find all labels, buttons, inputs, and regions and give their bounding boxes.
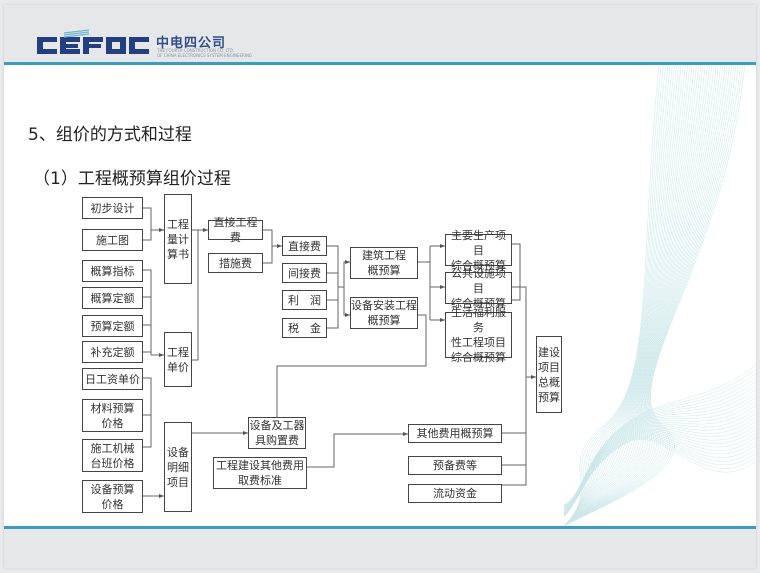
node-measure-cost: 措施费 bbox=[208, 253, 263, 273]
node-supplementary-quota: 补充定额 bbox=[82, 341, 143, 363]
node-public-facility-estimate: 公共设施项目 综合概预算 bbox=[445, 267, 512, 310]
node-direct-engineering-cost: 直接工程费 bbox=[208, 216, 263, 244]
node-estimate-index: 概算指标 bbox=[82, 260, 143, 282]
node-other-cost-standard: 工程建设其他费用 取费标准 bbox=[213, 457, 307, 489]
node-construction-drawing: 施工图 bbox=[82, 229, 143, 251]
node-main-production-estimate: 主要生产项目 综合概预算 bbox=[445, 229, 512, 272]
node-equipment-price: 设备预算 价格 bbox=[82, 480, 143, 513]
node-working-capital: 流动资金 bbox=[408, 484, 502, 503]
node-other-cost-estimate: 其他费用概预算 bbox=[408, 424, 502, 443]
company-name-cn: 中电四公司 bbox=[156, 36, 227, 51]
company-name-en-1: THE FOURTH CONSTRUCTION CO.,LTD. bbox=[157, 48, 235, 53]
cefoc-logo-icon bbox=[37, 29, 149, 54]
node-direct-cost: 直接费 bbox=[282, 236, 327, 256]
footer-divider bbox=[4, 526, 756, 529]
company-name-en-2: OF CHINA ELECTRONICS SYSTEM ENGINEERING bbox=[157, 53, 253, 58]
node-installation-estimate: 设备安装工程 概预算 bbox=[350, 297, 418, 329]
node-total-project-estimate: 建设 项目 总概 预算 bbox=[536, 336, 562, 413]
slide-header: 中电四公司 THE FOURTH CONSTRUCTION CO.,LTD. O… bbox=[4, 5, 756, 62]
node-tax: 税 金 bbox=[282, 318, 327, 338]
node-budget-quota: 预算定额 bbox=[82, 315, 143, 337]
node-daily-wage: 日工资单价 bbox=[82, 368, 143, 390]
node-material-price: 材料预算 价格 bbox=[82, 399, 143, 432]
node-preliminary-design: 初步设计 bbox=[82, 197, 143, 219]
node-machinery-price: 施工机械 台班价格 bbox=[82, 439, 143, 472]
wave-decoration-icon bbox=[563, 65, 756, 526]
node-quantity-calc: 工程 量计 算书 bbox=[164, 194, 192, 284]
slide: 中电四公司 THE FOURTH CONSTRUCTION CO.,LTD. O… bbox=[4, 5, 756, 568]
header-divider bbox=[4, 62, 756, 65]
node-estimate-quota: 概算定额 bbox=[82, 287, 143, 309]
node-profit: 利 润 bbox=[282, 290, 327, 310]
node-welfare-estimate: 生活福利服务 性工程项目 综合概预算 bbox=[445, 306, 512, 364]
node-equipment-purchase-cost: 设备及工器 具购置费 bbox=[248, 417, 306, 449]
subsection-heading: （1）工程概预算组价过程 bbox=[33, 169, 231, 189]
node-building-estimate: 建筑工程 概预算 bbox=[350, 247, 418, 279]
slide-footer bbox=[4, 529, 756, 568]
section-heading: 5、组价的方式和过程 bbox=[28, 125, 192, 145]
node-indirect-cost: 间接费 bbox=[282, 263, 327, 283]
node-reserve-cost: 预备费等 bbox=[408, 456, 502, 475]
node-equipment-items: 设备 明细 项目 bbox=[164, 422, 192, 512]
node-unit-price: 工程 单价 bbox=[164, 332, 192, 387]
